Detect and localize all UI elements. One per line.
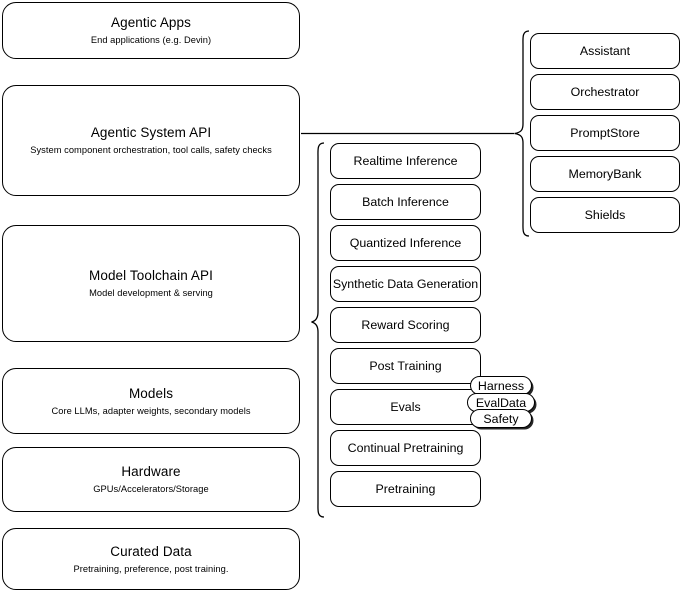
layer-box-agentic-apps[interactable]: Agentic Apps End applications (e.g. Devi… bbox=[2, 2, 300, 59]
component-post-training[interactable]: Post Training bbox=[330, 348, 481, 384]
layer-subtitle: Model development & serving bbox=[89, 288, 213, 298]
component-assistant[interactable]: Assistant bbox=[530, 33, 680, 69]
component-memorybank[interactable]: MemoryBank bbox=[530, 156, 680, 192]
layer-title: Agentic Apps bbox=[110, 15, 191, 30]
component-quantized-inference[interactable]: Quantized Inference bbox=[330, 225, 481, 261]
layer-subtitle: Core LLMs, adapter weights, secondary mo… bbox=[51, 405, 251, 416]
component-evals[interactable]: Evals bbox=[330, 389, 481, 425]
layer-title: Hardware bbox=[121, 464, 181, 479]
component-reward-scoring[interactable]: Reward Scoring bbox=[330, 307, 481, 343]
evals-pill-label: Harness bbox=[477, 378, 525, 393]
evals-pill-label: Safety bbox=[483, 411, 519, 426]
component-label: Synthetic Data Generation bbox=[332, 277, 479, 291]
component-promptstore[interactable]: PromptStore bbox=[530, 115, 680, 151]
layer-title: Models bbox=[128, 385, 174, 401]
layer-title: Model Toolchain API bbox=[89, 268, 213, 283]
component-realtime-inference[interactable]: Realtime Inference bbox=[330, 143, 481, 179]
component-label: PromptStore bbox=[570, 126, 640, 140]
component-pretraining[interactable]: Pretraining bbox=[330, 471, 481, 507]
component-label: Pretraining bbox=[375, 482, 436, 496]
component-synthetic-data-generation[interactable]: Synthetic Data Generation bbox=[330, 266, 481, 302]
layer-box-model-toolchain-api[interactable]: Model Toolchain API Model development & … bbox=[2, 225, 300, 342]
component-label: Shields bbox=[584, 208, 626, 222]
layer-subtitle: Pretraining, preference, post training. bbox=[73, 563, 229, 574]
layer-box-agentic-system-api[interactable]: Agentic System API System component orch… bbox=[2, 85, 300, 196]
brace-toolchain-components bbox=[311, 142, 325, 518]
component-label: Realtime Inference bbox=[353, 154, 458, 168]
component-batch-inference[interactable]: Batch Inference bbox=[330, 184, 481, 220]
component-label: Reward Scoring bbox=[361, 318, 450, 332]
evals-pill-label: EvalData bbox=[475, 395, 527, 410]
layer-title: Agentic System API bbox=[90, 125, 212, 140]
component-label: Assistant bbox=[579, 44, 631, 58]
component-continual-pretraining[interactable]: Continual Pretraining bbox=[330, 430, 481, 466]
component-label: Continual Pretraining bbox=[347, 441, 464, 455]
layer-box-models[interactable]: Models Core LLMs, adapter weights, secon… bbox=[2, 368, 300, 434]
component-orchestrator[interactable]: Orchestrator bbox=[530, 74, 680, 110]
component-shields[interactable]: Shields bbox=[530, 197, 680, 233]
layer-subtitle: GPUs/Accelerators/Storage bbox=[93, 484, 209, 494]
layer-subtitle: End applications (e.g. Devin) bbox=[90, 35, 212, 45]
component-label: Post Training bbox=[369, 359, 442, 373]
layer-title: Curated Data bbox=[110, 543, 192, 559]
layer-box-hardware[interactable]: Hardware GPUs/Accelerators/Storage bbox=[2, 447, 300, 512]
layer-subtitle: System component orchestration, tool cal… bbox=[30, 145, 272, 155]
component-label: Evals bbox=[390, 400, 421, 414]
brace-agentic-components bbox=[514, 30, 530, 237]
component-label: Quantized Inference bbox=[349, 236, 462, 250]
component-label: Batch Inference bbox=[362, 195, 449, 209]
evals-pill-safety[interactable]: Safety bbox=[470, 409, 532, 428]
layer-box-curated-data[interactable]: Curated Data Pretraining, preference, po… bbox=[2, 528, 300, 590]
component-label: Orchestrator bbox=[570, 85, 640, 99]
component-label: MemoryBank bbox=[568, 167, 642, 181]
